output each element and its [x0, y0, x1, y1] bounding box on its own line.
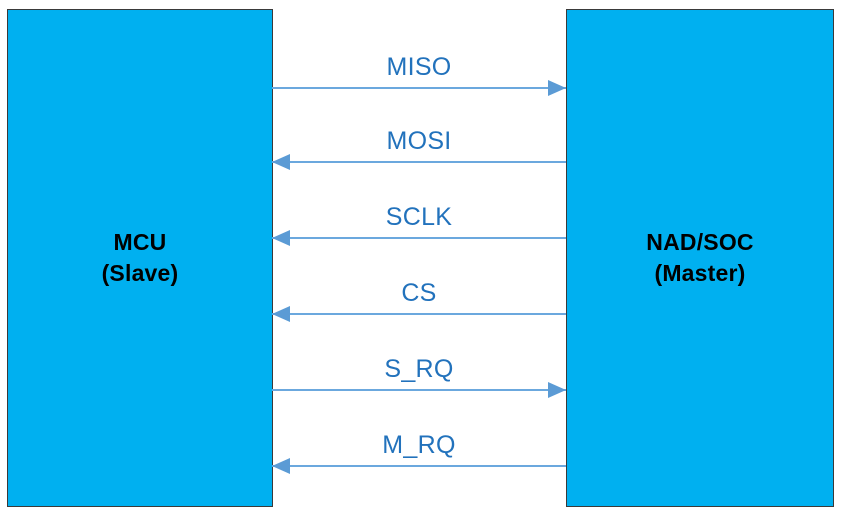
- block-nad-soc-role: (Master): [654, 260, 746, 286]
- arrow-left-icon: [272, 306, 290, 322]
- signal-s-rq-line: [272, 389, 566, 391]
- block-mcu-role: (Slave): [101, 260, 179, 286]
- signal-sclk-line: [272, 237, 566, 239]
- block-nad-soc[interactable]: NAD/SOC (Master): [566, 9, 834, 507]
- signal-mosi-label: MOSI: [386, 127, 452, 155]
- arrow-left-icon: [272, 154, 290, 170]
- arrow-right-icon: [548, 382, 566, 398]
- block-mcu-name: MCU: [113, 228, 167, 255]
- signal-mosi-line: [272, 161, 566, 163]
- signal-cs-line: [272, 313, 566, 315]
- arrow-left-icon: [272, 230, 290, 246]
- arrow-right-icon: [548, 80, 566, 96]
- signal-m-rq-line: [272, 465, 566, 467]
- block-nad-soc-name: NAD/SOC: [646, 228, 754, 255]
- signal-m-rq-label: M_RQ: [382, 431, 456, 459]
- signal-sclk-label: SCLK: [385, 203, 453, 231]
- signal-miso-line: [272, 87, 566, 89]
- signal-cs-label: CS: [401, 279, 437, 307]
- arrow-left-icon: [272, 458, 290, 474]
- signal-s-rq-label: S_RQ: [384, 355, 454, 383]
- block-mcu[interactable]: MCU (Slave): [7, 9, 273, 507]
- signal-miso-label: MISO: [386, 53, 452, 81]
